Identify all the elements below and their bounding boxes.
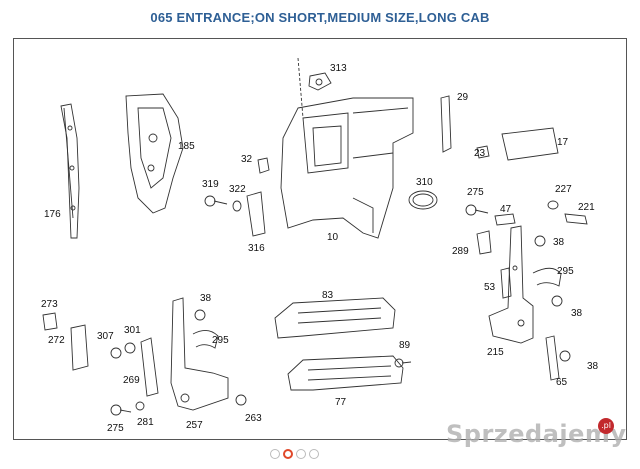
label-289: 289	[452, 246, 469, 257]
part-83	[274, 297, 396, 339]
part-89	[394, 358, 412, 368]
part-272	[70, 324, 89, 371]
watermark-text: Sprzedajemy	[446, 420, 627, 448]
part-29	[440, 95, 452, 153]
part-310	[408, 190, 438, 210]
part-269	[140, 337, 159, 397]
part-215	[488, 225, 534, 344]
part-263	[235, 394, 247, 406]
parts-diagram	[42, 57, 588, 416]
label-272: 272	[48, 335, 65, 346]
part-316	[246, 191, 266, 237]
label-89: 89	[399, 340, 411, 351]
label-38-a: 38	[553, 237, 565, 248]
part-289	[476, 230, 492, 255]
part-275-lower	[110, 404, 132, 416]
part-227	[547, 200, 559, 210]
label-65: 65	[556, 377, 568, 388]
label-263: 263	[245, 413, 262, 424]
label-38-b: 38	[200, 293, 212, 304]
part-273	[42, 312, 58, 331]
part-23	[476, 145, 490, 159]
part-307	[110, 347, 122, 359]
part-275-upper	[465, 204, 489, 216]
part-281	[135, 401, 145, 411]
carousel-dot-2-active[interactable]	[283, 449, 293, 459]
washer-38	[194, 235, 571, 362]
label-38-c: 38	[571, 308, 583, 319]
part-257	[170, 297, 229, 411]
part-17	[501, 127, 559, 161]
carousel-dot-3[interactable]	[296, 449, 306, 459]
label-10: 10	[327, 232, 339, 243]
label-29: 29	[457, 92, 469, 103]
label-176: 176	[44, 209, 61, 220]
label-310: 310	[416, 177, 433, 188]
label-275-lower: 275	[107, 423, 124, 434]
label-38-d: 38	[587, 361, 599, 372]
label-47: 47	[500, 204, 512, 215]
part-313	[308, 72, 332, 91]
part-65	[545, 335, 560, 381]
part-32	[257, 157, 270, 174]
label-295-right: 295	[557, 266, 574, 277]
label-316: 316	[248, 243, 265, 254]
label-221: 221	[578, 202, 595, 213]
label-307: 307	[97, 331, 114, 342]
carousel-dot-1[interactable]	[270, 449, 280, 459]
label-215: 215	[487, 347, 504, 358]
part-295-left	[192, 330, 219, 349]
part-221	[564, 213, 588, 225]
part-47	[494, 213, 516, 226]
part-295-right	[532, 267, 562, 287]
label-185: 185	[178, 141, 195, 152]
part-185	[125, 93, 184, 214]
page-title: 065 ENTRANCE;ON SHORT,MEDIUM SIZE,LONG C…	[150, 10, 490, 25]
label-322: 322	[229, 184, 246, 195]
label-319: 319	[202, 179, 219, 190]
label-269: 269	[123, 375, 140, 386]
watermark-badge: .pl	[598, 418, 614, 434]
label-83: 83	[322, 290, 334, 301]
carousel-dots	[270, 449, 319, 461]
label-301: 301	[124, 325, 141, 336]
part-53	[500, 267, 512, 299]
part-176	[60, 103, 80, 239]
label-281: 281	[137, 417, 154, 428]
label-32: 32	[241, 154, 253, 165]
label-295-left: 295	[212, 335, 229, 346]
label-313: 313	[330, 63, 347, 74]
part-301	[124, 342, 136, 354]
part-319	[204, 195, 228, 207]
label-77: 77	[335, 397, 347, 408]
label-53: 53	[484, 282, 496, 293]
label-17: 17	[557, 137, 569, 148]
part-10	[280, 57, 414, 239]
label-227: 227	[555, 184, 572, 195]
part-322	[232, 200, 242, 212]
label-275-upper: 275	[467, 187, 484, 198]
label-273: 273	[41, 299, 58, 310]
carousel-dot-4[interactable]	[309, 449, 319, 459]
part-77	[287, 355, 404, 391]
label-23: 23	[474, 148, 486, 159]
label-257: 257	[186, 420, 203, 431]
diagram-frame	[13, 38, 627, 440]
